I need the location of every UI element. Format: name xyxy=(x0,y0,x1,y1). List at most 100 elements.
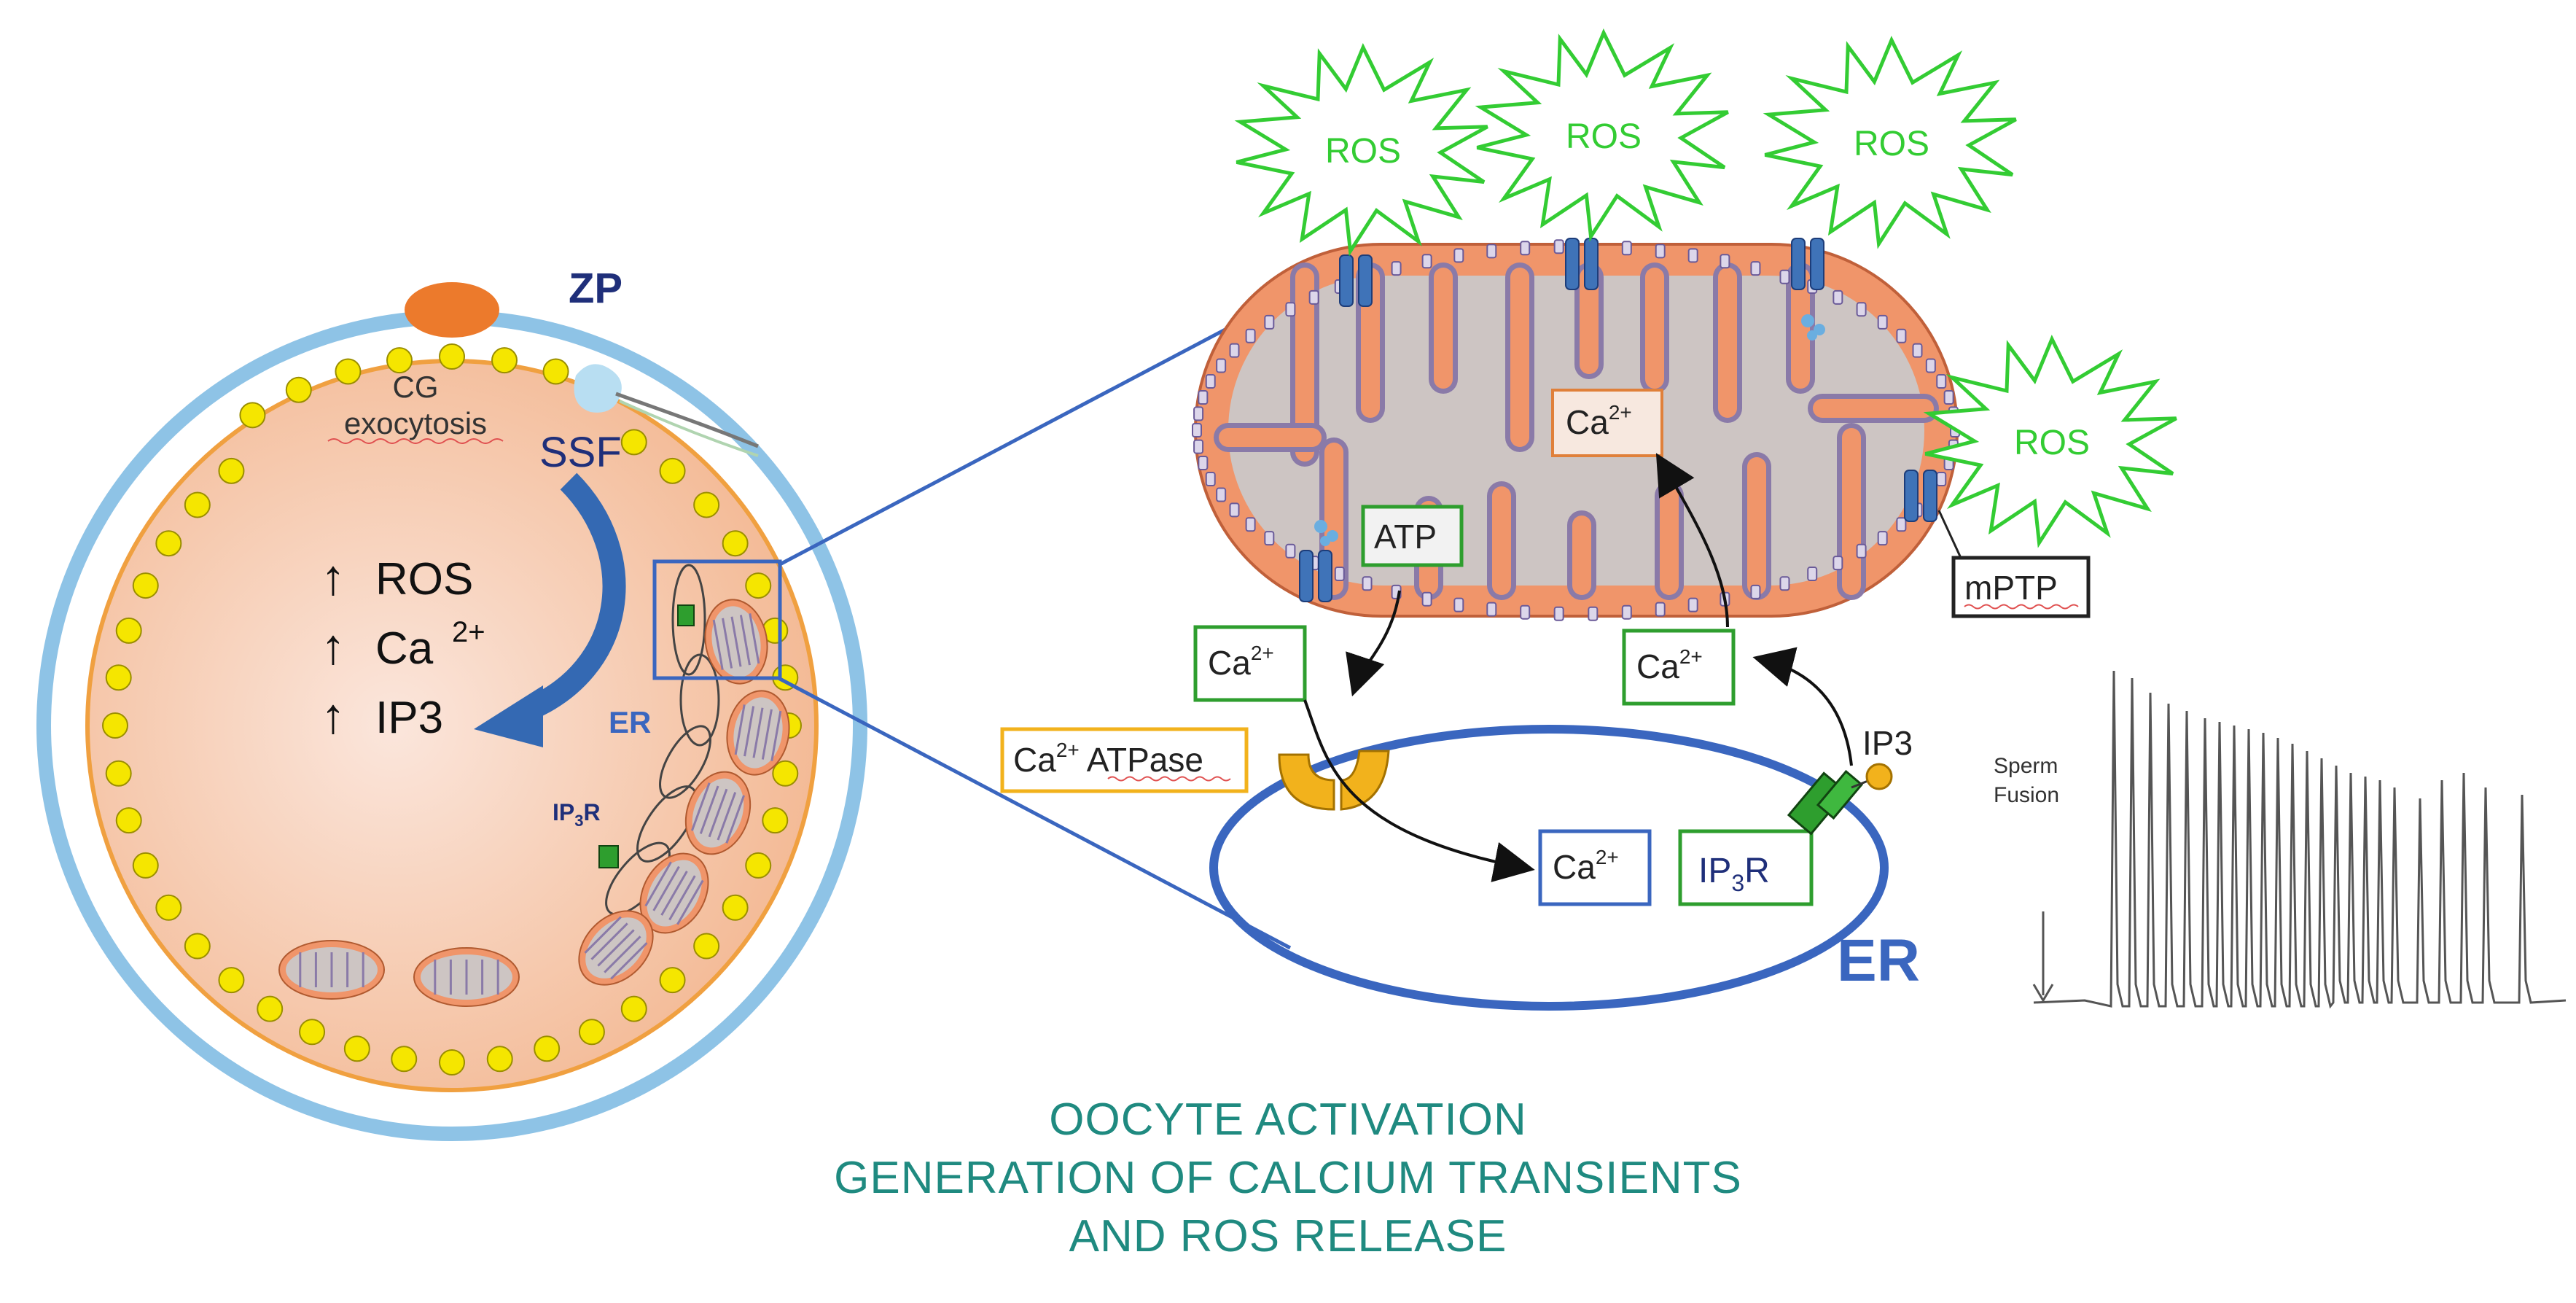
small-mitochondrion xyxy=(726,690,790,776)
membrane-particle xyxy=(1621,241,1632,256)
cortical-granule xyxy=(486,1046,513,1073)
calcium-transient-trace xyxy=(2033,670,2567,1009)
cortical-granule xyxy=(132,572,159,599)
ros-burst: ROS xyxy=(1475,28,1729,242)
er-big-label: ER xyxy=(1837,927,1920,994)
mptp-label: mPTP xyxy=(1964,569,2058,607)
ca-increase-label: Ca xyxy=(375,623,434,674)
membrane-particle xyxy=(1588,606,1599,621)
membrane-particle xyxy=(1192,423,1202,437)
membrane-particle xyxy=(1877,531,1888,546)
membrane-particle xyxy=(1453,597,1464,612)
small-mitochondrion xyxy=(278,940,385,1000)
membrane-particle xyxy=(1896,328,1907,343)
membrane-particle xyxy=(1779,576,1790,591)
membrane-particle xyxy=(1877,314,1888,330)
ros-label: ROS xyxy=(1854,125,1929,163)
ros-channel xyxy=(1299,550,1332,602)
exocytosis-label: exocytosis xyxy=(344,406,487,440)
ros-channel xyxy=(1565,238,1599,290)
up-arrow-ip3: ↑ xyxy=(321,688,346,744)
cortical-granule xyxy=(745,852,772,879)
cortical-granule xyxy=(391,1046,418,1073)
ros-channel xyxy=(1904,470,1937,522)
caption-line-3: AND ROS RELEASE xyxy=(1069,1211,1507,1261)
membrane-particle xyxy=(1285,543,1296,559)
membrane-particle xyxy=(1229,343,1240,358)
cortical-granule xyxy=(285,376,312,403)
membrane-particle xyxy=(1943,390,1954,405)
ip3-increase-label: IP3 xyxy=(375,693,443,743)
cortical-granule xyxy=(439,343,465,370)
membrane-particle xyxy=(1655,602,1666,617)
up-arrow-ros: ↑ xyxy=(321,550,346,605)
exocytosis-underline xyxy=(327,438,504,444)
membrane-particle xyxy=(1687,597,1698,612)
ca-released-label: Ca2+ xyxy=(1208,642,1274,682)
arrow-ca-into-er xyxy=(1303,699,1535,882)
membrane-particle xyxy=(1621,604,1632,620)
membrane-particle xyxy=(1193,439,1204,454)
membrane-particle xyxy=(1198,455,1209,470)
membrane-particle xyxy=(1720,254,1730,269)
sperm-fusion-label-1: Sperm xyxy=(1994,754,2058,778)
cortical-granule xyxy=(115,807,142,834)
zoom-line-top xyxy=(777,293,1292,567)
membrane-particle xyxy=(1391,261,1402,276)
membrane-particle xyxy=(1421,254,1432,269)
membrane-particle xyxy=(1553,239,1564,254)
oocyte: ZP CG exocytosis SSF ↑ ROS ↑ Ca 2+ ↑ IP3… xyxy=(36,265,867,1141)
polar-body xyxy=(405,282,499,338)
small-mitochondrion xyxy=(413,947,520,1007)
membrane-particle xyxy=(1936,472,1947,487)
ip3r-channel xyxy=(1787,763,1893,836)
up-arrow-ca: ↑ xyxy=(321,619,346,674)
membrane-particle xyxy=(1655,244,1666,259)
membrane-particle xyxy=(1205,472,1216,487)
ros-channel xyxy=(1339,254,1373,307)
ca-er-lumen-box xyxy=(1538,829,1652,906)
membrane-particle xyxy=(1229,502,1240,518)
small-mitochondrion xyxy=(578,910,654,986)
cortical-granule xyxy=(722,530,749,557)
cortical-granules xyxy=(102,343,802,1076)
mptp-box xyxy=(1951,556,2091,618)
ca-atpase-label: Ca2+ATPase xyxy=(1013,739,1203,779)
cortical-granule xyxy=(578,1019,605,1046)
cortical-granule xyxy=(659,967,686,994)
cortical-granule xyxy=(386,347,413,374)
sperm-head xyxy=(574,364,622,413)
ros-increase-label: ROS xyxy=(375,554,473,604)
membrane-particle xyxy=(1421,591,1432,607)
membrane-particle xyxy=(1193,406,1204,421)
cortical-granule xyxy=(491,347,518,374)
cortical-granule xyxy=(335,358,362,385)
cortical-granule xyxy=(299,1019,326,1046)
mito-blue-speckle-1 xyxy=(1314,520,1338,546)
mito-ros-channels xyxy=(1299,238,1937,602)
arrow-ca-into-mito xyxy=(1655,453,1729,628)
arrow-ip3r-release xyxy=(1752,647,1853,766)
mptp-underline xyxy=(1964,604,2079,610)
membrane-particle xyxy=(1833,556,1843,571)
membrane-particle xyxy=(1520,241,1531,256)
ssf-arrow-head xyxy=(474,685,543,747)
mitochondrion: Ca2+ ATP xyxy=(1192,238,1960,621)
cortical-granule xyxy=(102,712,128,739)
ip3r-label: IP3R xyxy=(1698,852,1770,896)
membrane-particle xyxy=(1216,487,1227,502)
atp-label: ATP xyxy=(1374,518,1437,556)
ros-label: ROS xyxy=(2014,424,2090,462)
ros-burst: ROS xyxy=(1923,334,2177,548)
ip3r-box xyxy=(1678,829,1814,906)
cortical-granule xyxy=(693,933,720,960)
ca-atpase-box xyxy=(1000,727,1249,793)
cortical-granule xyxy=(542,358,569,385)
matrix-calcium-label: Ca2+ xyxy=(1566,401,1632,441)
membrane-particle xyxy=(1334,567,1345,582)
membrane-particle xyxy=(1896,517,1907,532)
ca-atpase-underline xyxy=(1107,776,1231,782)
